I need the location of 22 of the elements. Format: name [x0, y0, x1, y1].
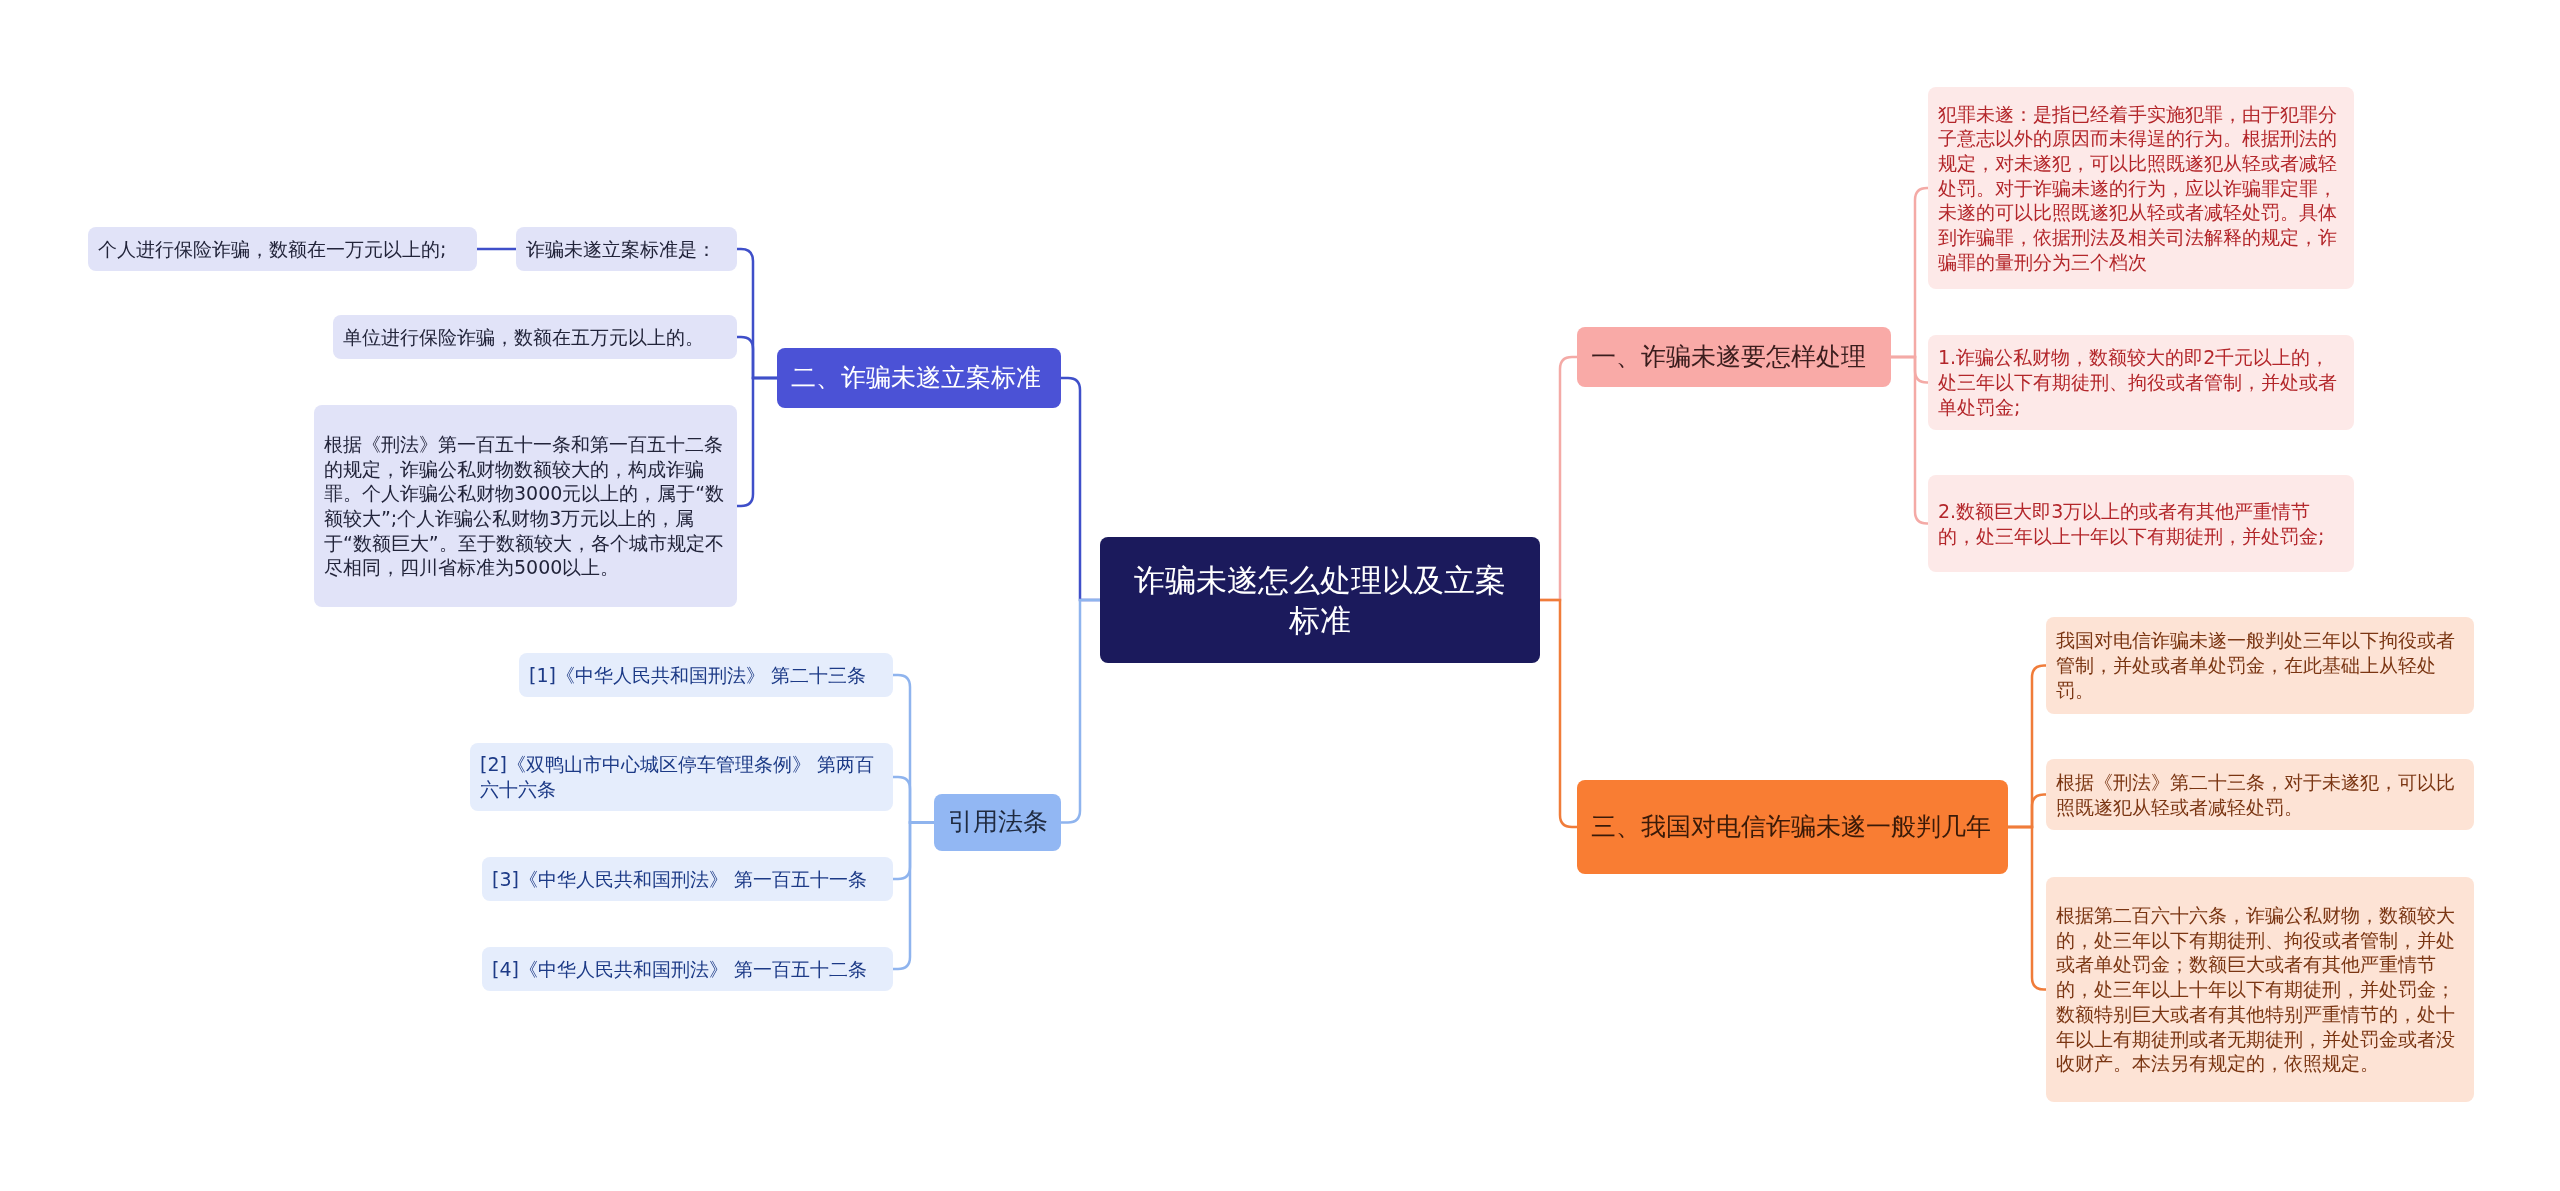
note-box: 个人进行保险诈骗，数额在一万元以上的;	[88, 227, 477, 271]
connector-line	[1891, 355, 1929, 525]
central-topic-box: 诈骗未遂怎么处理以及立案标准	[1100, 537, 1540, 663]
note-box: 诈骗未遂立案标准是：	[516, 227, 737, 271]
topic-box: 二、诈骗未遂立案标准	[777, 348, 1061, 408]
note-box: 我国对电信诈骗未遂一般判处三年以下拘役或者管制，并处或者单处罚金，在此基础上从轻处罚。	[2046, 617, 2474, 714]
note-box: 根据《刑法》第二十三条，对于未遂犯，可以比照既遂犯从轻或者减轻处罚。	[2046, 759, 2474, 830]
topic-box: 三、我国对电信诈骗未遂一般判几年	[1577, 780, 2008, 874]
note-box: 2.数额巨大即3万以上的或者有其他严重情节的，处三年以上十年以下有期徒刑，并处罚金;	[1928, 475, 2354, 572]
note-box: 根据第二百六十六条，诈骗公私财物，数额较大的，处三年以下有期徒刑、拘役或者管制，并处或者单处罚金；数额巨大或者有其他严重情节的，处三年以上十年以下有期徒刑，并处罚金；数额特别巨大或者有其他特别严重情节的，处十年以上有期徒刑或者无期徒刑，并处罚金或者没收财产。本法另有规定的，依照规定。	[2046, 877, 2474, 1102]
connector-line	[1061, 598, 1100, 824]
topic-box: 引用法条	[934, 794, 1061, 851]
connector-line	[477, 247, 516, 251]
topic-box: 一、诈骗未遂要怎样处理	[1577, 327, 1891, 387]
citation-box: [2]《双鸭山市中心城区停车管理条例》 第两百六十六条	[470, 743, 893, 811]
note-box: 根据《刑法》第一百五十一条和第一百五十二条的规定，诈骗公私财物数额较大的，构成诈骗罪。个人诈骗公私财物3000元以上的，属于“数额较大”;个人诈骗公私财物3万元以上的，属于“数额巨大”。至于数额较大，各个城市规定不尽相同，四川省标准为5000以上。	[314, 405, 737, 607]
note-box: 单位进行保险诈骗，数额在五万元以上的。	[333, 315, 737, 359]
citation-box: [1]《中华人民共和国刑法》 第二十三条	[519, 653, 893, 697]
citation-box: [3]《中华人民共和国刑法》 第一百五十一条	[482, 857, 893, 901]
citation-box: [4]《中华人民共和国刑法》 第一百五十二条	[482, 947, 893, 991]
note-box: 犯罪未遂：是指已经着手实施犯罪，由于犯罪分子意志以外的原因而未得逞的行为。根据刑法的规定，对未遂犯，可以比照既遂犯从轻或者减轻处罚。对于诈骗未遂的行为，应以诈骗罪定罪，未遂的可以比照既遂犯从轻或者减轻处罚。具体到诈骗罪，依据刑法及相关司法解释的规定，诈骗罪的量刑分为三个档次	[1928, 87, 2354, 289]
note-box: 1.诈骗公私财物，数额较大的即2千元以上的，处三年以下有期徒刑、拘役或者管制，并处或者单处罚金;	[1928, 335, 2354, 430]
